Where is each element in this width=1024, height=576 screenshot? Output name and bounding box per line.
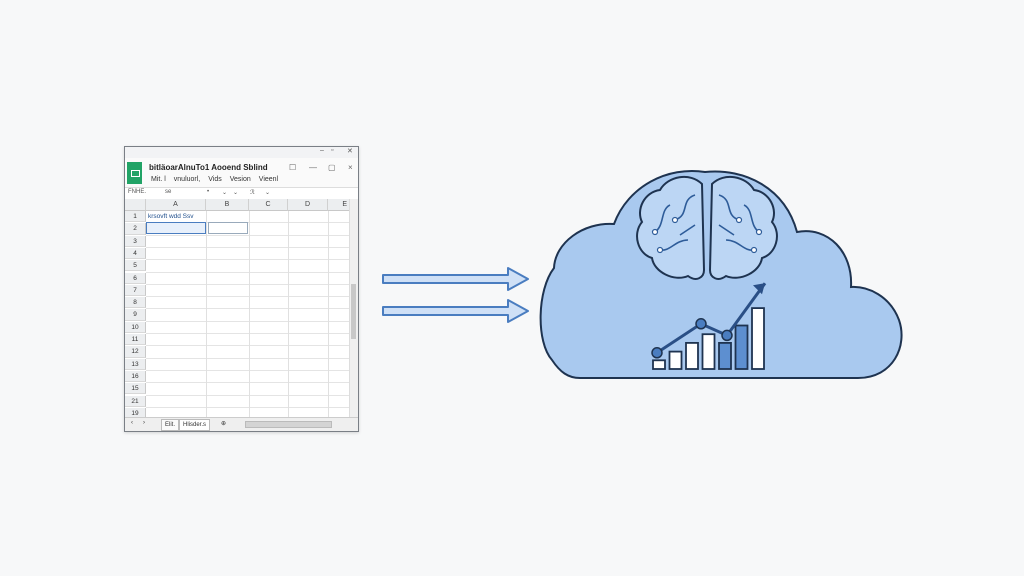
confirm-icon[interactable]: ⌄ <box>233 190 239 196</box>
flow-arrow <box>382 267 529 291</box>
chart-bar <box>685 341 699 370</box>
chart-bar <box>668 350 683 370</box>
row-header[interactable]: 7 <box>125 284 146 297</box>
column-header-c[interactable]: C <box>249 199 288 211</box>
row-header[interactable]: 4 <box>125 247 146 260</box>
row-divider <box>146 320 351 322</box>
trend-arrowhead <box>753 283 765 295</box>
add-sheet-icon[interactable]: ⊕ <box>221 421 227 427</box>
name-box[interactable]: FNHE. <box>128 189 146 195</box>
row-divider <box>146 333 351 334</box>
row-divider <box>146 234 351 236</box>
row-header[interactable]: 13 <box>125 358 146 370</box>
row-header[interactable]: 12 <box>125 346 146 358</box>
row-divider <box>146 283 351 285</box>
trend-point <box>721 329 733 342</box>
row-divider <box>146 369 351 371</box>
maximize-icon[interactable]: ▢ <box>328 163 336 172</box>
row-divider <box>146 406 351 408</box>
row-divider <box>146 271 351 273</box>
row-header[interactable]: 6 <box>125 272 146 284</box>
bar-chart-trend-icon <box>651 282 767 370</box>
row-header[interactable]: 1 <box>125 211 146 223</box>
row-divider <box>146 345 351 347</box>
row-divider <box>146 394 351 396</box>
menu-item[interactable]: Vids <box>208 176 222 183</box>
flow-arrow <box>382 299 529 323</box>
dropdown-icon[interactable]: ⌄ <box>265 190 271 196</box>
row-header[interactable]: 2 <box>125 223 146 235</box>
minimize-button[interactable]: – <box>320 147 324 154</box>
title-bar: – ▫ ✕ <box>125 147 358 158</box>
chart-bar <box>751 307 765 370</box>
prev-sheet-icon[interactable]: ‹ <box>131 420 133 426</box>
ribbon: bitläoarAlnuTo1 Aooend Sblind Mit. l vnu… <box>125 158 358 187</box>
scroll-thumb[interactable] <box>351 284 356 339</box>
spreadsheet-window: – ▫ ✕ bitläoarAlnuTo1 Aooend Sblind Mit.… <box>124 146 359 432</box>
row-divider <box>146 308 351 310</box>
cell-b2-dropdown[interactable] <box>208 222 248 234</box>
column-divider <box>328 211 329 419</box>
formula-token: se <box>165 189 172 195</box>
chart-bar <box>652 359 666 370</box>
maximize-button[interactable]: ▫ <box>331 147 334 154</box>
function-icon[interactable]: ℛ <box>250 190 255 196</box>
row-divider <box>146 246 351 248</box>
row-divider <box>146 259 351 261</box>
formula-token: • <box>207 189 210 195</box>
row-header[interactable]: 10 <box>125 321 146 333</box>
trend-point <box>651 347 663 359</box>
column-divider <box>249 211 250 419</box>
close-icon[interactable]: × <box>348 163 353 172</box>
column-header-b[interactable]: B <box>206 199 249 211</box>
cell-a2-selected[interactable] <box>146 222 206 234</box>
row-header[interactable]: 8 <box>125 297 146 309</box>
row-header[interactable]: 3 <box>125 235 146 247</box>
row-header[interactable]: 21 <box>125 395 146 407</box>
restore-icon[interactable]: ☐ <box>289 163 297 172</box>
row-header[interactable]: 15 <box>125 383 146 395</box>
spreadsheet-app-icon <box>127 162 142 184</box>
menu-item[interactable]: Vesion <box>229 176 251 183</box>
cell-a1[interactable]: krsovft wdd Ssv <box>148 213 194 220</box>
cancel-icon[interactable]: ⌄ <box>222 190 228 196</box>
trend-point <box>695 318 707 330</box>
row-header[interactable]: 11 <box>125 334 146 346</box>
sheet-tab-bar: ‹ › Elit. Hlisder.s ⊕ <box>125 417 358 431</box>
row-divider <box>146 222 351 224</box>
column-divider <box>288 211 289 419</box>
horizontal-scrollbar[interactable] <box>245 421 332 428</box>
select-all-corner[interactable] <box>125 199 146 211</box>
column-divider <box>206 211 207 419</box>
menu-bar: Mit. l vnuluorl, Vids Vesion Vieenl <box>151 176 278 183</box>
sheet-tab-active[interactable]: Hlisder.s <box>179 419 211 431</box>
row-divider <box>146 382 351 384</box>
minimize-icon[interactable]: — <box>309 163 317 172</box>
row-header[interactable]: 5 <box>125 260 146 272</box>
row-header[interactable]: 16 <box>125 370 146 383</box>
column-header-d[interactable]: D <box>288 199 328 211</box>
menu-item[interactable]: vnuluorl, <box>173 176 201 183</box>
column-header-a[interactable]: A <box>146 199 206 211</box>
brain-circuit-icon <box>636 175 778 280</box>
menu-item[interactable]: Mit. l <box>151 176 166 183</box>
row-header[interactable]: 9 <box>125 309 146 321</box>
chart-bar <box>718 341 732 370</box>
trend-line <box>656 282 767 355</box>
chart-bar <box>734 324 749 370</box>
row-divider <box>146 296 351 298</box>
close-button[interactable]: ✕ <box>347 148 353 155</box>
window-title: bitläoarAlnuTo1 Aooend Sblind <box>149 163 268 172</box>
menu-item[interactable]: Vieenl <box>258 176 279 183</box>
next-sheet-icon[interactable]: › <box>143 420 145 426</box>
vertical-scrollbar[interactable] <box>349 199 358 419</box>
row-divider <box>146 357 351 359</box>
sheet-tab[interactable]: Elit. <box>161 419 180 431</box>
chart-bar <box>701 333 716 370</box>
